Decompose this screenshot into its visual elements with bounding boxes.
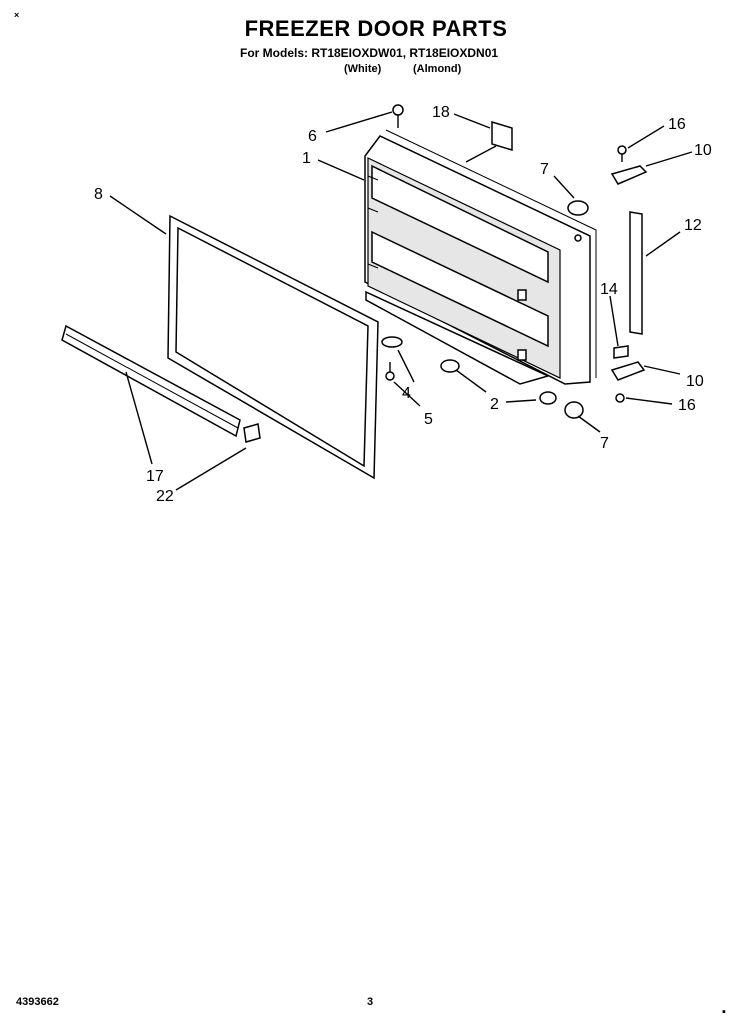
color-white-label: (White) — [344, 63, 382, 75]
callout-17: 17 — [146, 468, 164, 485]
callout-8: 8 — [94, 186, 103, 203]
callout-12: 12 — [684, 217, 702, 234]
corner-mark: × — [14, 10, 20, 20]
callout-22: 22 — [156, 488, 174, 505]
screw-6 — [392, 104, 404, 128]
callout-14: 14 — [600, 281, 618, 298]
strip-clip — [243, 423, 261, 443]
door-liner — [364, 129, 597, 385]
callout-16-top: 16 — [668, 116, 686, 133]
door-handle — [610, 145, 648, 403]
callout-4: 4 — [402, 385, 411, 402]
page-number: 3 — [367, 996, 374, 1008]
trim-strip — [61, 324, 241, 438]
callout-7-top: 7 — [540, 161, 549, 178]
callout-10-top: 10 — [694, 142, 712, 159]
leader-lines — [109, 111, 693, 491]
callout-6: 6 — [308, 128, 317, 145]
callout-7-bottom: 7 — [600, 435, 609, 452]
callout-2: 2 — [490, 396, 499, 413]
models-line: For Models: RT18EIOXDW01, RT18EIOXDN01 — [240, 46, 499, 60]
callout-1: 1 — [302, 150, 311, 167]
page-title: FREEZER DOOR PARTS — [244, 16, 508, 41]
door-gasket — [167, 214, 379, 480]
plug-button-7 — [564, 200, 589, 419]
corner-mark: ▪ — [722, 1006, 726, 1018]
door-stop-2 — [440, 359, 557, 405]
document-number: 4393662 — [16, 996, 59, 1008]
door-stop-bracket — [381, 336, 403, 381]
callout-10-bottom: 10 — [686, 373, 704, 390]
callout-5: 5 — [424, 411, 433, 428]
color-almond-label: (Almond) — [413, 63, 462, 75]
callout-18: 18 — [432, 104, 450, 121]
callout-16-bottom: 16 — [678, 397, 696, 414]
warning-label — [491, 120, 513, 152]
